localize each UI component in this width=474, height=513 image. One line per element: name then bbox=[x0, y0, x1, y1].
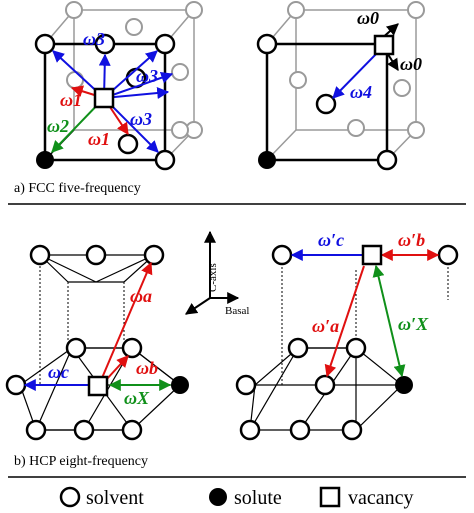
wb-label: ωb bbox=[136, 358, 158, 378]
w4-label: ω4 bbox=[350, 82, 372, 102]
wx-label: ωX bbox=[124, 388, 150, 408]
wc-prime-label: ω′c bbox=[318, 230, 344, 250]
solvent-marker bbox=[59, 486, 81, 508]
vacancy bbox=[93, 87, 115, 109]
legend: solvent solute vacancy bbox=[59, 486, 414, 509]
hcp-right-lattice: ω′c ω′b ω′a ω′X bbox=[235, 230, 459, 441]
w1-label: ω1 bbox=[88, 129, 110, 149]
hcp-caption: b) HCP eight-frequency bbox=[14, 454, 148, 469]
fcc-caption: a) FCC five-frequency bbox=[14, 181, 141, 196]
w2-label: ω2 bbox=[47, 116, 69, 136]
wx-prime-label: ω′X bbox=[398, 314, 429, 334]
solute-atom bbox=[36, 151, 54, 169]
fcc-right-cube: ω0 ω0 ω4 bbox=[256, 1, 425, 171]
basal-label: Basal bbox=[225, 305, 249, 317]
legend-solvent: solvent bbox=[86, 487, 144, 509]
vacancy-marker bbox=[319, 486, 341, 508]
legend-solute: solute bbox=[234, 487, 282, 509]
fcc-left-cube: ω3 ω3 ω3 ω1 ω2 ω1 bbox=[34, 1, 203, 171]
w3-label: ω3 bbox=[83, 29, 105, 49]
wa-prime-label: ω′a bbox=[312, 316, 339, 336]
axes: C-axis Basal bbox=[185, 230, 249, 317]
wc-label: ωc bbox=[48, 362, 69, 382]
wa-label: ωa bbox=[130, 286, 152, 306]
w3-label: ω3 bbox=[136, 66, 158, 86]
w1-label: ω1 bbox=[60, 90, 82, 110]
w0-label: ω0 bbox=[357, 8, 379, 28]
w3-label: ω3 bbox=[130, 109, 152, 129]
c-axis-label: C-axis bbox=[207, 263, 219, 292]
legend-vacancy: vacancy bbox=[348, 487, 414, 509]
solute-marker bbox=[209, 488, 227, 506]
hcp-left-lattice: ωa ωb ωc ωX bbox=[5, 244, 189, 441]
wb-prime-label: ω′b bbox=[398, 230, 425, 250]
w0-label: ω0 bbox=[400, 54, 422, 74]
